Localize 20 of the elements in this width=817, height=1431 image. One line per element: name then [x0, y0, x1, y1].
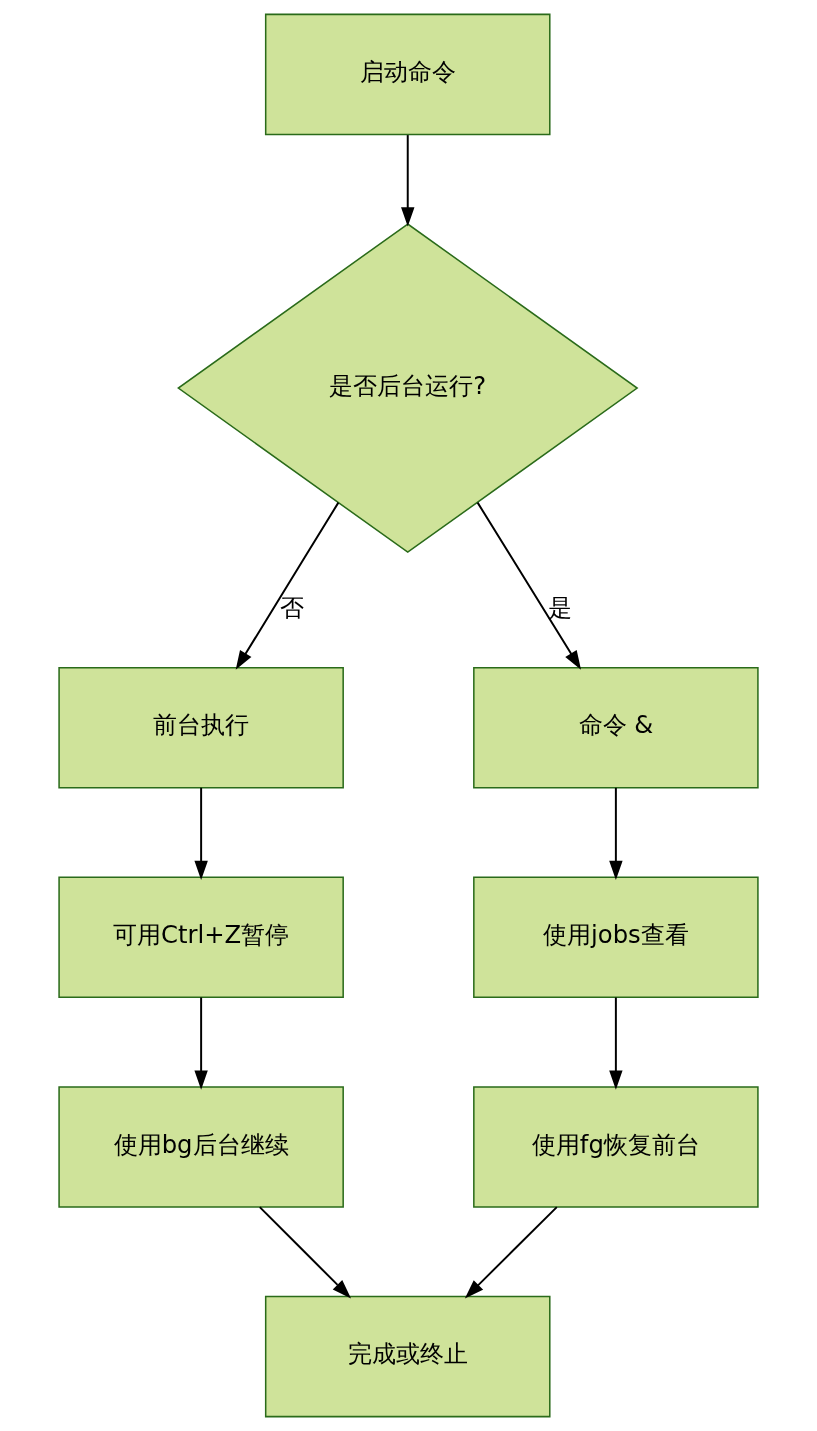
node-diamond: 是否后台运行? [177, 223, 639, 554]
node-box: 命令 & [473, 666, 759, 789]
arrow [609, 786, 623, 880]
arrow [235, 501, 340, 670]
node-box: 启动命令 [264, 13, 551, 136]
node-box: 使用jobs查看 [473, 876, 759, 999]
arrow [464, 1206, 558, 1299]
arrow [609, 996, 623, 1090]
edge-label: 是 [547, 592, 572, 622]
node-box: 可用Ctrl+Z暂停 [58, 876, 344, 999]
node-box: 使用fg恢复前台 [473, 1086, 759, 1208]
node-box: 前台执行 [58, 666, 344, 789]
arrow [194, 786, 208, 880]
arrow [258, 1206, 352, 1299]
edge-label: 否 [280, 592, 305, 622]
node-box: 完成或终止 [264, 1295, 551, 1418]
arrow [194, 996, 208, 1090]
arrow [476, 501, 582, 670]
node-box: 使用bg后台继续 [58, 1086, 344, 1208]
arrow [401, 134, 415, 227]
